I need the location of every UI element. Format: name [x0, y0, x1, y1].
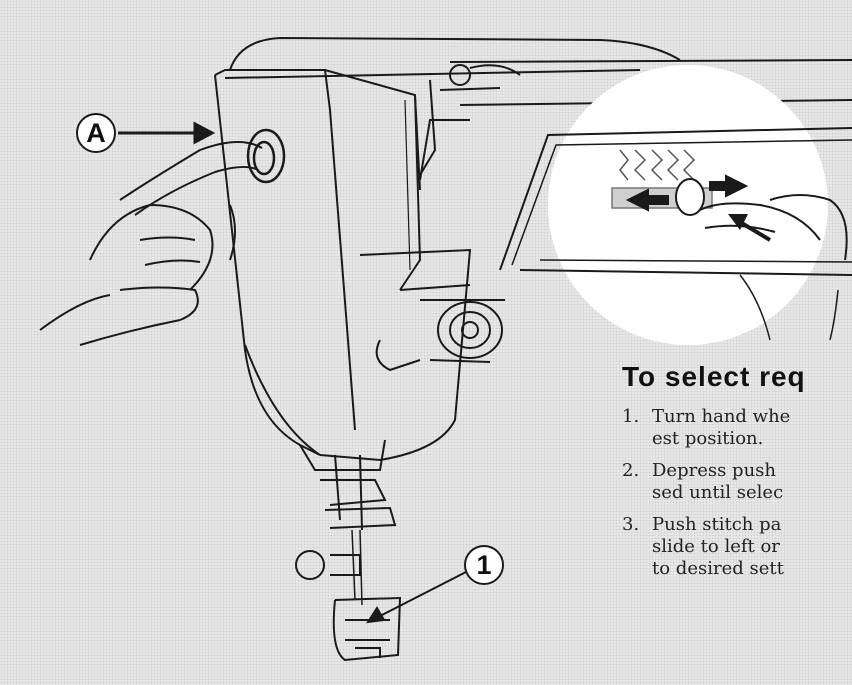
thread-guide: [419, 64, 501, 176]
machine-arm: [224, 36, 852, 106]
step-text: est position.: [652, 428, 764, 449]
step-text: Depress push: [652, 460, 777, 481]
needle-arrow: [366, 571, 467, 624]
callout-a: A: [76, 113, 116, 153]
tension-dial: [375, 284, 505, 372]
step-2: 2. Depress push sed until selec: [622, 460, 852, 504]
step-text: sed until selec: [652, 482, 784, 503]
magnified-inset: [499, 65, 852, 345]
step-number: 3.: [622, 514, 640, 535]
step-1: 1. Turn hand whe est position.: [622, 406, 852, 450]
selector-button: [246, 128, 286, 184]
callout-1: 1: [464, 545, 504, 585]
steps-list: 1. Turn hand whe est position. 2. Depres…: [622, 406, 852, 580]
step-3: 3. Push stitch pa slide to left or to de…: [622, 514, 852, 580]
step-text: Push stitch pa: [652, 514, 782, 535]
section-heading: To select req: [622, 361, 806, 392]
step-number: 1.: [622, 406, 640, 427]
callout-a-label: A: [86, 117, 106, 148]
presser-foot-icon: [295, 454, 402, 662]
step-text: slide to left or: [652, 536, 780, 557]
step-number: 2.: [622, 460, 640, 481]
instructions-panel: To select req 1. Turn hand whe est posit…: [622, 358, 852, 658]
step-text: Turn hand whe: [652, 406, 791, 427]
callout-1-label: 1: [476, 549, 492, 580]
arrow-right-icon: [118, 121, 216, 145]
machine-head: [214, 69, 472, 471]
step-text: to desired sett: [652, 558, 784, 579]
hand-icon: [39, 140, 263, 346]
arrow-left-right-icon: [625, 174, 749, 212]
